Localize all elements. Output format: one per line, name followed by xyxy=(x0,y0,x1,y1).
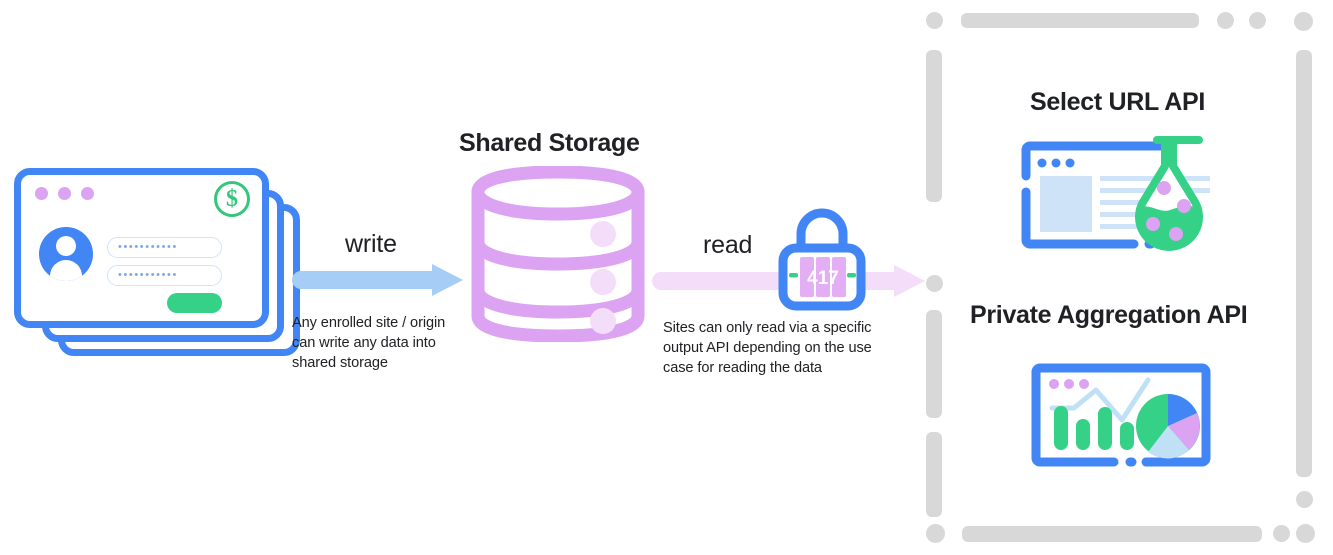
pie-chart xyxy=(1136,394,1200,459)
border-dot xyxy=(1249,12,1266,29)
window-dot-icon xyxy=(35,187,48,200)
write-arrow-icon xyxy=(292,264,463,296)
border-dash xyxy=(962,526,1262,542)
border-dash xyxy=(926,50,942,202)
password-field[interactable]: ••••••••••• xyxy=(107,265,222,286)
border-dot xyxy=(1296,491,1313,508)
window-dots xyxy=(35,187,94,200)
border-dot xyxy=(926,275,943,292)
border-dash xyxy=(961,13,1199,28)
border-dot xyxy=(926,524,945,543)
write-caption: Any enrolled site / origin can write any… xyxy=(292,315,446,371)
window-dot-icon xyxy=(58,187,71,200)
border-dot xyxy=(1294,12,1313,31)
select-url-api-title: Select URL API xyxy=(1030,88,1206,116)
border-dash xyxy=(926,310,942,418)
submit-button[interactable] xyxy=(167,293,222,313)
border-dash xyxy=(1296,50,1312,477)
lock-combination-digits: 417 xyxy=(807,268,839,289)
private-aggregation-api-title: Private Aggregation API xyxy=(970,301,1248,329)
border-dash xyxy=(926,432,942,517)
enrolled-sites-illustration: $ ••••••••••• ••••••••••• xyxy=(14,168,304,358)
write-label: write xyxy=(345,230,397,258)
border-dot xyxy=(1273,525,1290,542)
dollar-icon: $ xyxy=(214,181,250,217)
private-aggregation-api-icon xyxy=(1031,363,1211,467)
read-label: read xyxy=(703,231,753,259)
border-dot xyxy=(1217,12,1234,29)
output-apis-panel xyxy=(918,8,1323,546)
select-url-api-icon xyxy=(1021,136,1210,251)
border-dot xyxy=(1296,524,1315,543)
browser-card-front: $ ••••••••••• ••••••••••• xyxy=(14,168,269,328)
border-dot xyxy=(926,12,943,29)
window-dot-icon xyxy=(81,187,94,200)
database-cylinder-icon xyxy=(471,166,645,342)
combination-lock-icon: 417 xyxy=(778,208,866,311)
shared-storage-title: Shared Storage xyxy=(459,129,640,157)
read-caption: Sites can only read via a specific outpu… xyxy=(663,320,872,376)
username-field[interactable]: ••••••••••• xyxy=(107,237,222,258)
avatar xyxy=(39,227,93,281)
